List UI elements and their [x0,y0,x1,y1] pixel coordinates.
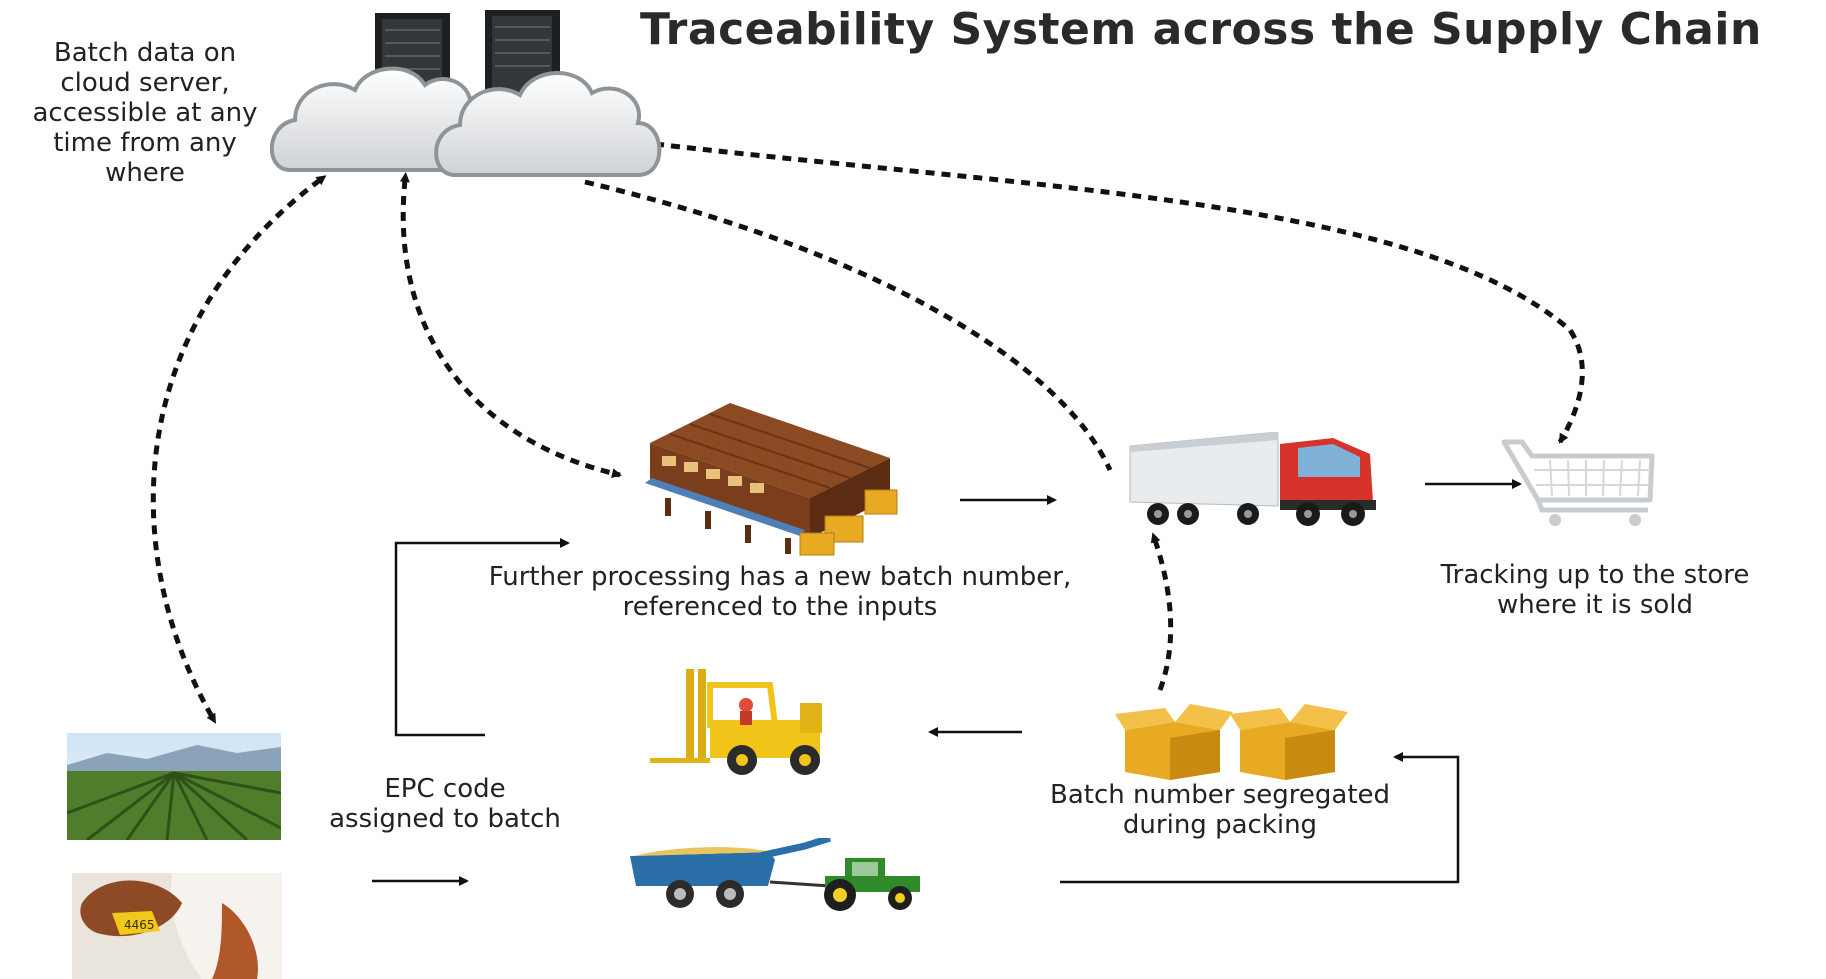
cloud-server-icon [270,10,662,177]
cow-ear-tag-photo: 4465 [72,873,282,979]
dashed-link-boxes-truck [1150,532,1174,691]
label-store-tracking: Tracking up to the store where it is sol… [1440,560,1750,620]
label-epc-code: EPC code assigned to batch [329,774,561,834]
arrow-tractor-to-packing [1060,752,1460,884]
label-batch-packing: Batch number segregated during packing [1049,780,1391,840]
forklift-icon [650,669,822,775]
boxes-icon [1115,704,1348,780]
arrow-epc-to-processing [394,538,570,737]
svg-text:4465: 4465 [124,918,155,932]
crop-field-photo [67,733,281,840]
truck-icon [1129,432,1376,526]
diagram-title: Traceability System across the Supply Ch… [640,4,1762,55]
warehouse-icon [645,403,898,556]
tractor-trailer-icon [630,838,920,911]
label-further-processing: Further processing has a new batch numbe… [488,562,1072,622]
dashed-link-cloud-warehouse [399,172,622,479]
dashed-link-cloud-field [150,175,327,724]
label-cloud-storage: Batch data on cloud server, accessible a… [32,38,258,188]
shopping-cart-icon [1501,439,1655,526]
